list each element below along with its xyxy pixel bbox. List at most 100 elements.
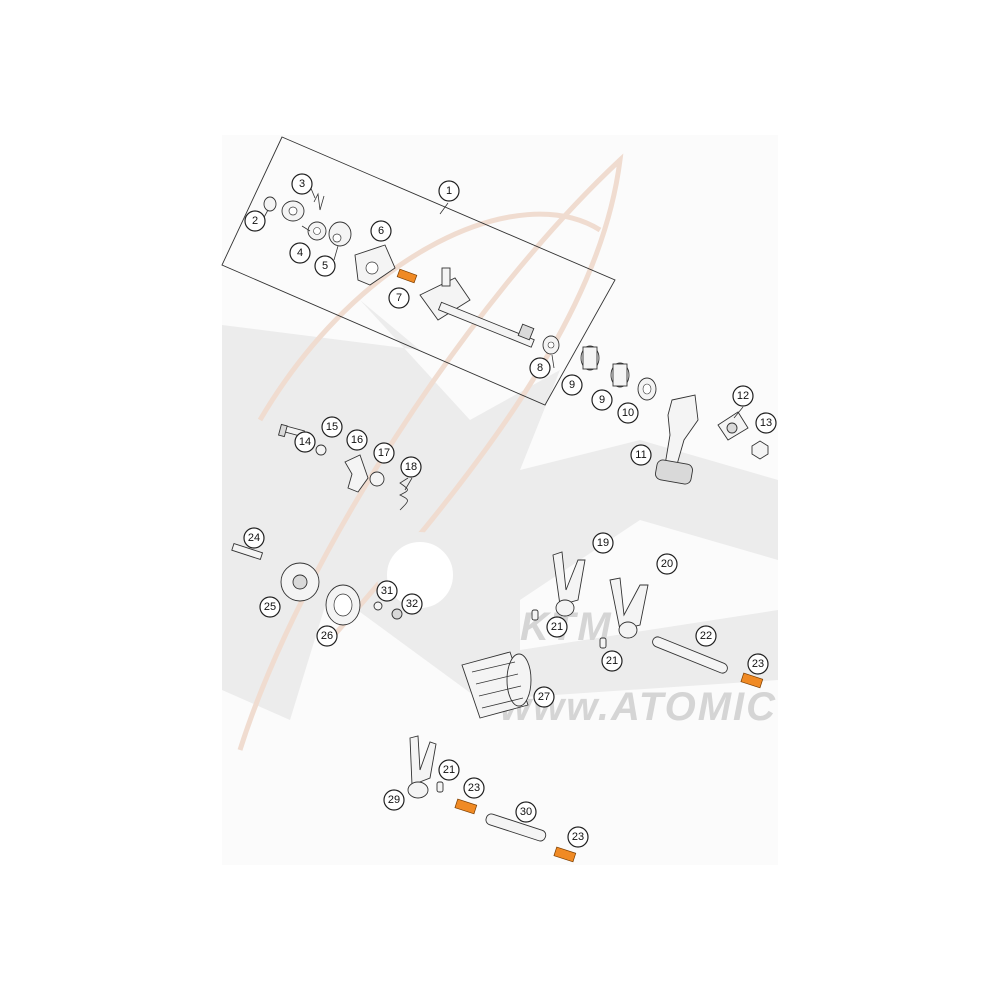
callout-label: 12 xyxy=(737,390,749,402)
callout-label: 23 xyxy=(572,831,584,843)
callout-23c: 23 xyxy=(567,826,589,848)
callout-label: 14 xyxy=(299,436,311,448)
nut-32-part xyxy=(391,608,403,620)
callout-24: 24 xyxy=(243,527,265,549)
callout-25: 25 xyxy=(259,596,281,618)
spring-23b-part xyxy=(454,798,478,815)
roller-17-part xyxy=(369,471,385,487)
callout-label: 11 xyxy=(635,449,646,461)
callout-label: 25 xyxy=(264,601,276,613)
callout-label: 21 xyxy=(551,621,563,633)
callout-label: 27 xyxy=(538,691,550,703)
callout-29: 29 xyxy=(383,789,405,811)
circlip-part xyxy=(263,196,277,212)
callout-label: 21 xyxy=(443,764,455,776)
callout-31: 31 xyxy=(376,580,398,602)
callout-32: 32 xyxy=(401,593,423,615)
callout-label: 6 xyxy=(378,225,384,237)
callout-label: 3 xyxy=(299,178,305,190)
spring-18-part xyxy=(399,477,409,511)
callout-30: 30 xyxy=(515,801,537,823)
pin-21b-part xyxy=(599,637,607,649)
bearing-26-part xyxy=(325,584,361,626)
shift-drum-part xyxy=(461,651,532,719)
pin-21c-part xyxy=(436,781,444,793)
spring-part xyxy=(307,192,327,241)
washer-15-part xyxy=(315,444,327,456)
callout-19: 19 xyxy=(592,532,614,554)
washer-8-part xyxy=(542,335,560,355)
callout-17: 17 xyxy=(373,442,395,464)
callout-label: 22 xyxy=(700,630,712,642)
callout-8: 8 xyxy=(529,357,551,379)
callout-15: 15 xyxy=(321,416,343,438)
callout-5: 5 xyxy=(314,255,336,277)
callout-21b: 21 xyxy=(601,650,623,672)
callout-7: 7 xyxy=(388,287,410,309)
callout-14: 14 xyxy=(294,431,316,453)
callout-label: 18 xyxy=(405,461,417,473)
washer-part xyxy=(281,200,305,222)
callout-label: 23 xyxy=(752,658,764,670)
rail-30-part xyxy=(485,813,547,842)
callout-9a: 9 xyxy=(561,374,583,396)
callout-label: 8 xyxy=(537,362,543,374)
callout-label: 13 xyxy=(760,417,772,429)
bushing-9a-part xyxy=(580,345,600,371)
callout-12: 12 xyxy=(732,385,754,407)
shift-plate-part xyxy=(354,244,396,286)
callout-10: 10 xyxy=(617,402,639,424)
spring-7-part xyxy=(396,268,418,284)
callout-label: 5 xyxy=(322,260,328,272)
shift-shaft-part xyxy=(419,267,535,348)
shift-shaft-group-outline xyxy=(221,136,616,406)
callout-label: 24 xyxy=(248,532,260,544)
callout-label: 30 xyxy=(520,806,532,818)
rail-22-part xyxy=(652,636,728,674)
callout-label: 4 xyxy=(297,247,303,259)
shift-fork-20-part xyxy=(609,577,649,639)
shift-drum-locating-part xyxy=(280,562,320,602)
callout-label: 7 xyxy=(396,292,402,304)
bushing-9b-part xyxy=(610,362,630,388)
callout-21a: 21 xyxy=(546,616,568,638)
callout-1: 1 xyxy=(438,180,460,202)
callout-label: 17 xyxy=(378,447,390,459)
callout-label: 31 xyxy=(381,585,393,597)
callout-label: 9 xyxy=(569,379,575,391)
shift-quadrant-part xyxy=(328,221,352,247)
callout-26: 26 xyxy=(316,625,338,647)
callout-label: 16 xyxy=(351,434,363,446)
callout-18: 18 xyxy=(400,456,422,478)
callout-label: 2 xyxy=(252,215,258,227)
locking-lever-part xyxy=(344,454,369,493)
callout-label: 20 xyxy=(661,558,673,570)
callout-6: 6 xyxy=(370,220,392,242)
callout-2: 2 xyxy=(244,210,266,232)
callout-23a: 23 xyxy=(747,653,769,675)
callout-23b: 23 xyxy=(463,777,485,799)
pin-21a-part xyxy=(531,609,539,621)
callout-label: 23 xyxy=(468,782,480,794)
seal-10-part xyxy=(637,377,657,401)
pin-24-part xyxy=(231,542,264,561)
nut-13-part xyxy=(751,440,769,460)
pin-31-part xyxy=(373,601,383,611)
spring-23c-part xyxy=(553,846,577,863)
callout-label: 15 xyxy=(326,421,338,433)
callout-11: 11 xyxy=(630,444,652,466)
callout-label: 9 xyxy=(599,394,605,406)
callout-3: 3 xyxy=(291,173,313,195)
callout-label: 10 xyxy=(622,407,634,419)
callout-20: 20 xyxy=(656,553,678,575)
callout-9b: 9 xyxy=(591,389,613,411)
spring-23a-part xyxy=(740,672,764,689)
callout-13: 13 xyxy=(755,412,777,434)
callout-label: 26 xyxy=(321,630,333,642)
shift-fork-19-part xyxy=(552,551,586,617)
callout-22: 22 xyxy=(695,625,717,647)
callout-label: 1 xyxy=(446,185,452,197)
callout-4: 4 xyxy=(289,242,311,264)
bolt-set-12-part xyxy=(717,411,749,441)
